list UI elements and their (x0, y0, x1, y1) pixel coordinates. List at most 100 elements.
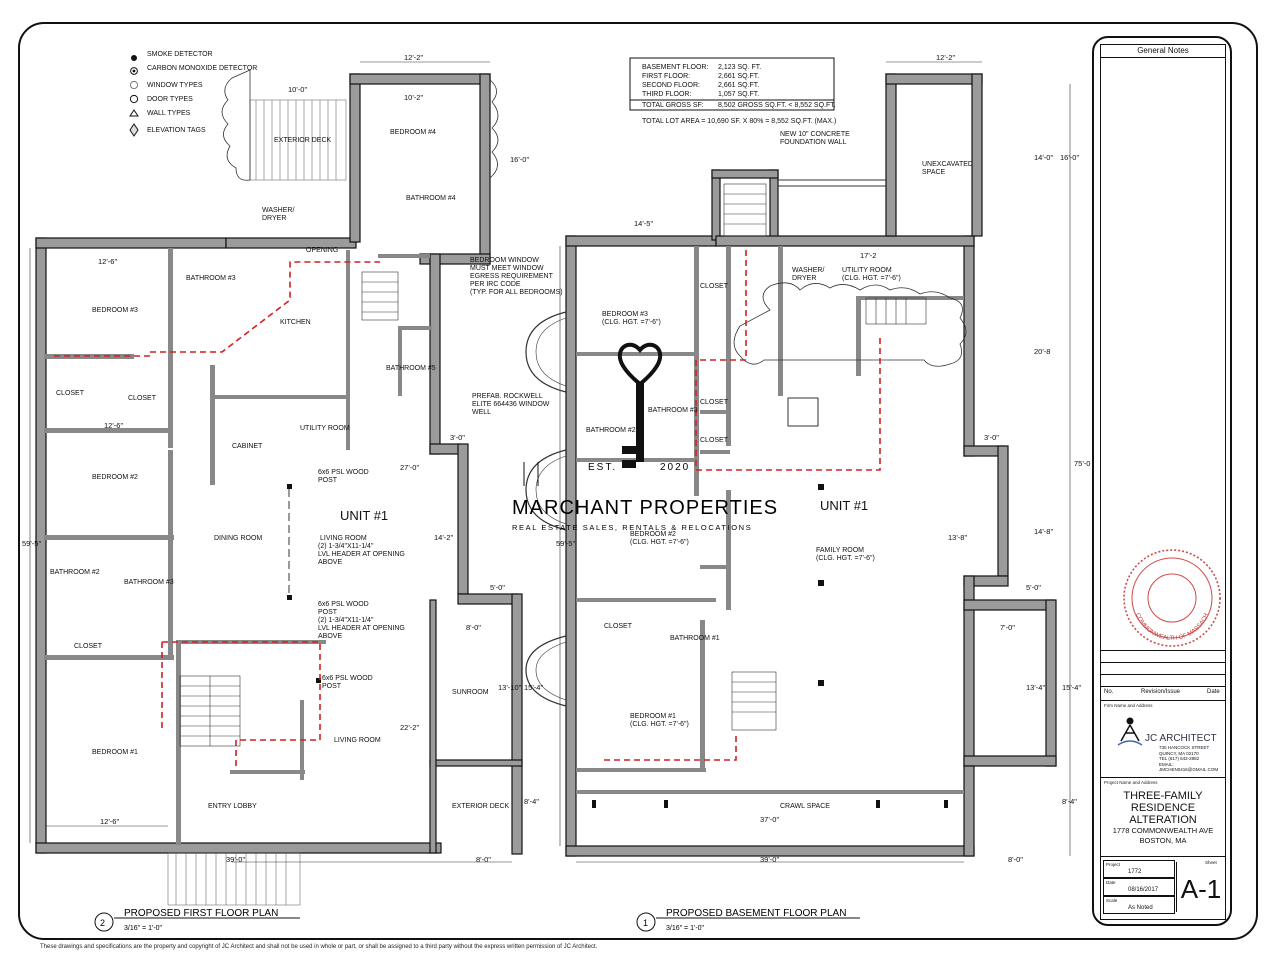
firm-block: Firm Name and Address JC ARCHITECT 730 H… (1101, 700, 1225, 778)
dimension: 20'-8 (1034, 347, 1050, 356)
project-number-cell: Project 1772 (1103, 860, 1175, 878)
room-label: CLOSET (74, 643, 103, 650)
dimension: 7'-0" (1000, 623, 1015, 632)
dimension: 3'-0" (450, 433, 465, 442)
room-label: BATHROOM #2 (50, 569, 100, 576)
door-type-icon (129, 94, 139, 104)
dimension: 59'-5" (22, 539, 41, 548)
dimension: 12'-6" (98, 257, 117, 266)
first-floor-walls (35, 69, 523, 906)
dimension: 17'-2 (860, 251, 876, 260)
dimension: 8'-0" (476, 855, 491, 864)
date-cell: Date 08/16/2017 (1103, 878, 1175, 896)
room-label: LIVING ROOM (320, 535, 367, 542)
dimension: 14'-2" (434, 533, 453, 542)
area-table: BASEMENT FLOOR: 2,123 SQ. FT. FIRST FLOO… (629, 57, 836, 125)
scale-label: Scale (1106, 898, 1118, 903)
room-label: BEDROOM #3(CLG. HGT. =7'-6") (602, 311, 661, 326)
dimension: 12'-6" (100, 817, 119, 826)
plan-number: 1 (643, 918, 648, 928)
room-label: CLOSET (604, 623, 633, 630)
dimension: 12'-6" (104, 421, 123, 430)
watermark-year: 2020 (660, 462, 690, 473)
area-row-value: 1,057 SQ.FT. (718, 91, 759, 98)
room-label: ENTRY LOBBY (208, 803, 257, 810)
title-block-inner (1100, 44, 1226, 920)
dimension: 15'-4" (1062, 683, 1081, 692)
legend-window: WINDOW TYPES (147, 82, 203, 89)
firm-address-line: 730 HANCOCK STREET (1159, 745, 1210, 750)
legend-door: DOOR TYPES (147, 96, 193, 103)
dimension: 8'-0" (1008, 855, 1023, 864)
revision-row (1101, 662, 1225, 675)
room-label: LIVING ROOM (334, 737, 381, 744)
project-number-label: Project (1106, 862, 1121, 867)
date-label: Date (1106, 880, 1116, 885)
svg-text:CARBON MONOXIDE DETECTOR: CARBON MONOXIDE DETECTOR (147, 65, 257, 72)
dimension: 10'-2" (404, 93, 423, 102)
room-label: CLOSET (700, 399, 729, 406)
firm-address-line: TEL (617) 642-2882 (1159, 756, 1200, 761)
revision-header: No. Revision/Issue Date (1101, 686, 1225, 699)
rev-issue-header: Revision/Issue (1141, 689, 1181, 695)
firm-label: Firm Name and Address (1104, 703, 1153, 708)
room-label: BEDROOM #1(CLG. HGT. =7'-6") (630, 713, 689, 728)
plan-title: PROPOSED BASEMENT FLOOR PLAN (666, 908, 846, 919)
rev-date-header: Date (1207, 689, 1220, 695)
project-address-line: BOSTON, MA (1139, 836, 1187, 845)
room-label: UTILITY ROOM(CLG. HGT. =7'-6") (842, 267, 901, 282)
svg-text:WINDOW TYPES: WINDOW TYPES (147, 82, 203, 89)
watermark: EST. 2020 MARCHANT PROPERTIES REAL ESTAT… (512, 342, 777, 532)
room-label: BEDROOM #3 (92, 307, 138, 314)
area-row-label: SECOND FLOOR: (642, 82, 700, 89)
date-value: 08/16/2017 (1128, 887, 1159, 893)
dimension: 37'-0" (760, 815, 779, 824)
first-floor-labels: EXTERIOR DECK BEDROOM #4 WASHER/DRYER BA… (22, 53, 543, 864)
dimension: 13'-8" (948, 533, 967, 542)
dimension: 12'-2" (936, 53, 955, 62)
dimension-lines (29, 61, 1071, 863)
area-total-value: 8,502 GROSS SQ.FT. < 8,552 SQ.FT. (718, 102, 836, 109)
dimension: 16'-0" (510, 155, 529, 164)
heart-key-icon (618, 342, 662, 387)
legend-wall: WALL TYPES (147, 110, 191, 117)
svg-text:ELEVATION TAGS: ELEVATION TAGS (147, 127, 206, 134)
room-label: BEDROOM #1 (92, 749, 138, 756)
window-type-icon (129, 80, 139, 90)
dimension: 3'-0" (984, 433, 999, 442)
dimension: 14'-8" (1034, 527, 1053, 536)
drawing-sheet-border (18, 22, 1258, 940)
plan-scale: 3/16" = 1'-0" (666, 925, 705, 932)
legend: SMOKE DETECTOR CARBON MONOXIDE DETECTOR … (129, 51, 257, 137)
room-label: OPENING (306, 247, 338, 254)
project-label: Project Name and Address (1104, 780, 1158, 785)
wall-type-icon (129, 109, 139, 117)
dimension: 8'-0" (466, 623, 481, 632)
project-address-line: 1778 COMMONWEALTH AVE (1112, 826, 1214, 835)
room-label: WASHER/DRYER (262, 207, 294, 222)
room-label: WASHER/DRYER (792, 267, 824, 282)
unit-label: UNIT #1 (340, 508, 388, 523)
room-label: KITCHEN (280, 319, 311, 326)
plan-number: 2 (100, 918, 105, 928)
revision-row (1101, 650, 1225, 663)
plan-titles: 2 PROPOSED FIRST FLOOR PLAN 3/16" = 1'-0… (94, 908, 860, 932)
room-label: BATHROOM #3 (648, 407, 698, 414)
project-info: Project 1772 Date 08/16/2017 Scale As No… (1101, 858, 1225, 918)
room-label: CLOSET (700, 437, 729, 444)
firm-name: JC ARCHITECT (1145, 733, 1217, 744)
plan-scale: 3/16" = 1'-0" (124, 925, 163, 932)
co-detector-icon (130, 67, 138, 75)
plan-title: PROPOSED FIRST FLOOR PLAN (124, 908, 278, 919)
room-label: BEDROOM #2(CLG. HGT. =7'-6") (630, 531, 689, 546)
area-row-value: 2,661 SQ.FT. (718, 82, 759, 89)
room-label: BATHROOM #1 (670, 635, 720, 642)
legend-smoke: SMOKE DETECTOR (147, 51, 213, 58)
